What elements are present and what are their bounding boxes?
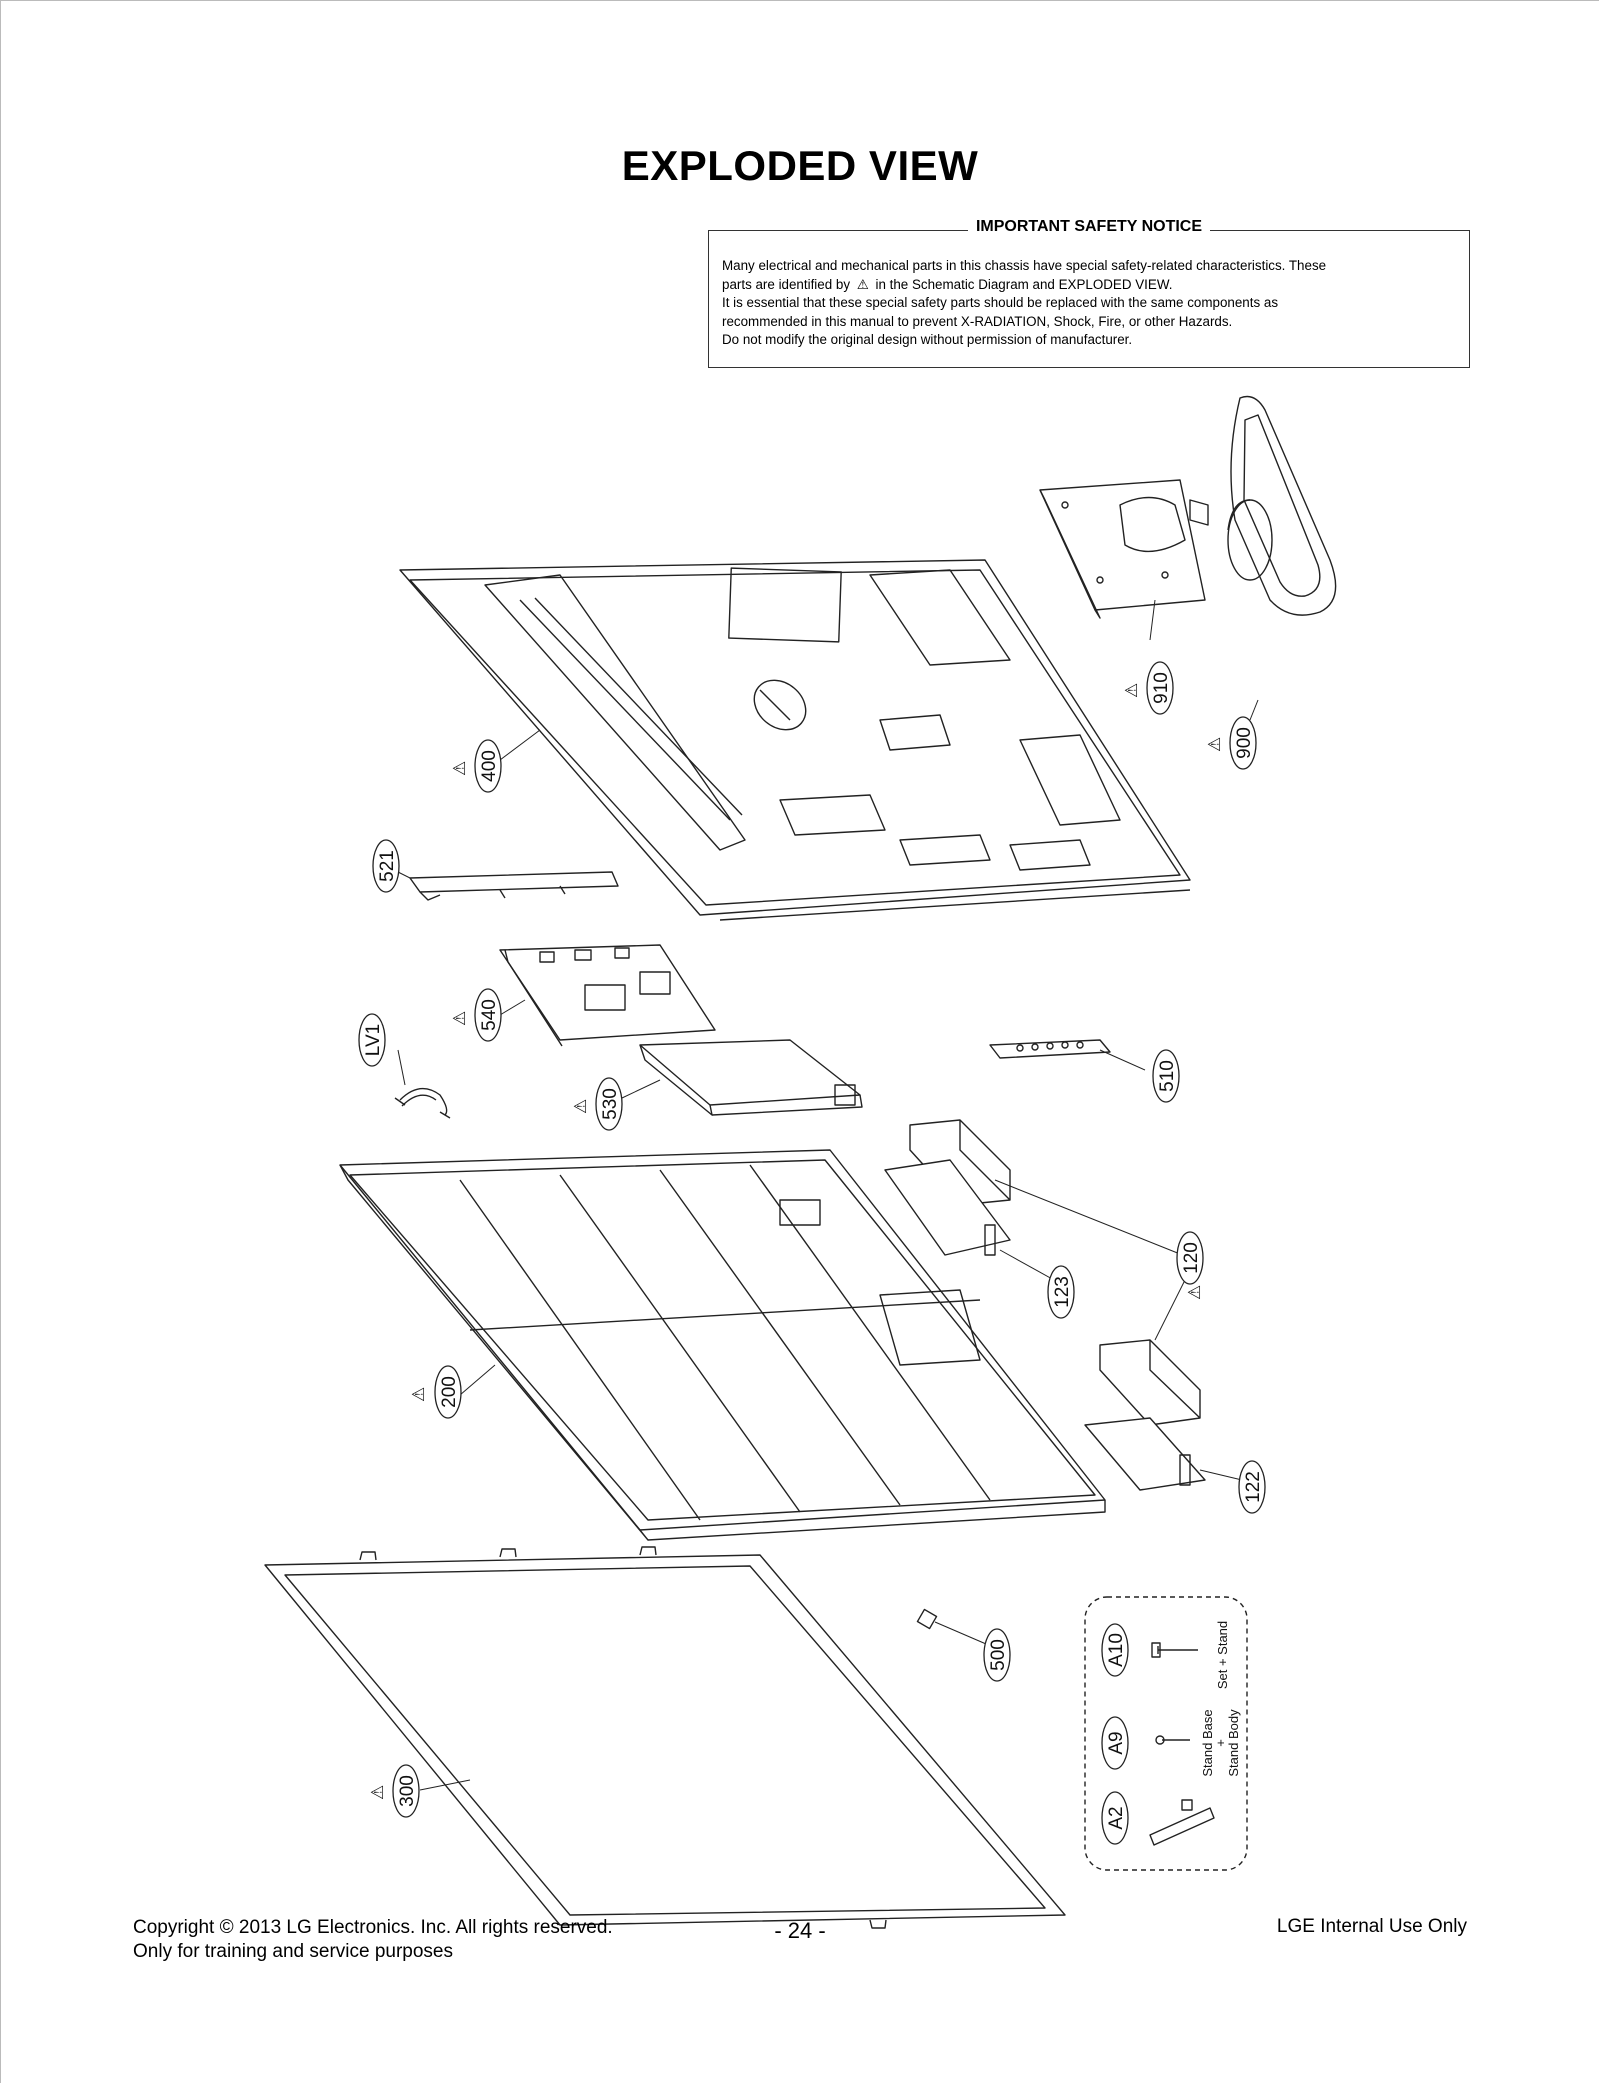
callout-123: 123 (1052, 1276, 1073, 1308)
notice-line: parts are identified by ⚠ in the Schemat… (722, 276, 1456, 295)
safety-notice-box: IMPORTANT SAFETY NOTICE Many electrical … (708, 218, 1470, 368)
back-cover-drawing (399, 559, 1191, 921)
screw-a10-drawing (1151, 1642, 1198, 1658)
warning-triangle-icon: ⚠ (1205, 737, 1225, 752)
callout-521: 521 (377, 850, 398, 882)
warning-triangle-icon: ⚠ (450, 1011, 470, 1026)
warning-triangle-icon: ⚠ (1122, 683, 1142, 698)
callout-lv1: LV1 (363, 1024, 384, 1056)
callout-300: 300 (397, 1775, 418, 1807)
warning-triangle-icon: ⚠ (368, 1785, 388, 1800)
callout-a10: A10 (1106, 1633, 1127, 1667)
callout-a9: A9 (1106, 1731, 1127, 1754)
stand-base-drawing (1227, 395, 1337, 616)
notice-line-pre: parts are identified by (722, 276, 851, 292)
internal-use-label: LGE Internal Use Only (1276, 1916, 1467, 1937)
warning-triangle-icon: ⚠ (571, 1099, 591, 1114)
lv1-cable-drawing (394, 1087, 451, 1119)
callout-400: 400 (479, 750, 500, 782)
callout-910: 910 (1151, 672, 1172, 704)
part-500-drawing (916, 1608, 938, 1630)
legend-a9-line1: Stand Base (1200, 1709, 1215, 1776)
bracket-521-drawing (409, 871, 619, 901)
legend-a9-line3: Stand Body (1226, 1709, 1241, 1777)
page-title: EXPLODED VIEW (621, 142, 979, 189)
callout-ellipses (358, 661, 1266, 1845)
warning-triangle-icon: ⚠ (409, 1387, 429, 1402)
speakers-drawing (884, 1119, 1206, 1491)
legend-a10-label: Set + Stand (1215, 1621, 1230, 1689)
main-board-540-drawing (499, 944, 716, 1047)
screw-legend-box (1084, 1596, 1248, 1871)
callout-540: 540 (479, 999, 500, 1031)
screw-a9-drawing (1155, 1735, 1190, 1745)
leader-lines (397, 599, 1259, 1791)
power-board-530-drawing (639, 1039, 863, 1116)
callout-510: 510 (1157, 1060, 1178, 1092)
copyright-text: Copyright © 2013 LG Electronics. Inc. Al… (133, 1917, 613, 1938)
callout-500: 500 (988, 1639, 1009, 1671)
notice-line-post: in the Schematic Diagram and EXPLODED VI… (875, 276, 1173, 292)
callout-900: 900 (1234, 727, 1255, 759)
training-text: Only for training and service purposes (133, 1941, 453, 1962)
warning-triangle-icon: ⚠ (856, 276, 869, 292)
front-cabinet-300-drawing (264, 1546, 1066, 1929)
module-chassis-200-drawing (339, 1149, 1106, 1541)
notice-line: Many electrical and mechanical parts in … (722, 258, 1327, 273)
warning-triangle-icon: ⚠ (450, 761, 470, 776)
page-number: - 24 - (774, 1918, 826, 1943)
notice-line: recommended in this manual to prevent X-… (722, 313, 1233, 329)
notice-line: It is essential that these special safet… (722, 295, 1279, 310)
safety-notice-body: Many electrical and mechanical parts in … (722, 257, 1456, 350)
stand-body-drawing (1039, 479, 1209, 619)
callout-200: 200 (439, 1376, 460, 1408)
key-board-510-drawing (989, 1039, 1111, 1059)
safety-notice-heading: IMPORTANT SAFETY NOTICE (709, 218, 1469, 236)
notice-line: Do not modify the original design withou… (722, 332, 1133, 347)
foot-a2-drawing (1149, 1799, 1215, 1846)
callout-122: 122 (1243, 1471, 1264, 1503)
warning-triangle-icon: ⚠ (1185, 1285, 1205, 1300)
callout-530: 530 (600, 1088, 621, 1120)
safety-notice-heading-text: IMPORTANT SAFETY NOTICE (967, 218, 1211, 235)
legend-a9-line2: + (1213, 1739, 1228, 1747)
footer-copyright: Copyright © 2013 LG Electronics. Inc. Al… (133, 1916, 613, 1964)
callout-120: 120 (1181, 1242, 1202, 1274)
callout-a2: A2 (1106, 1806, 1127, 1829)
